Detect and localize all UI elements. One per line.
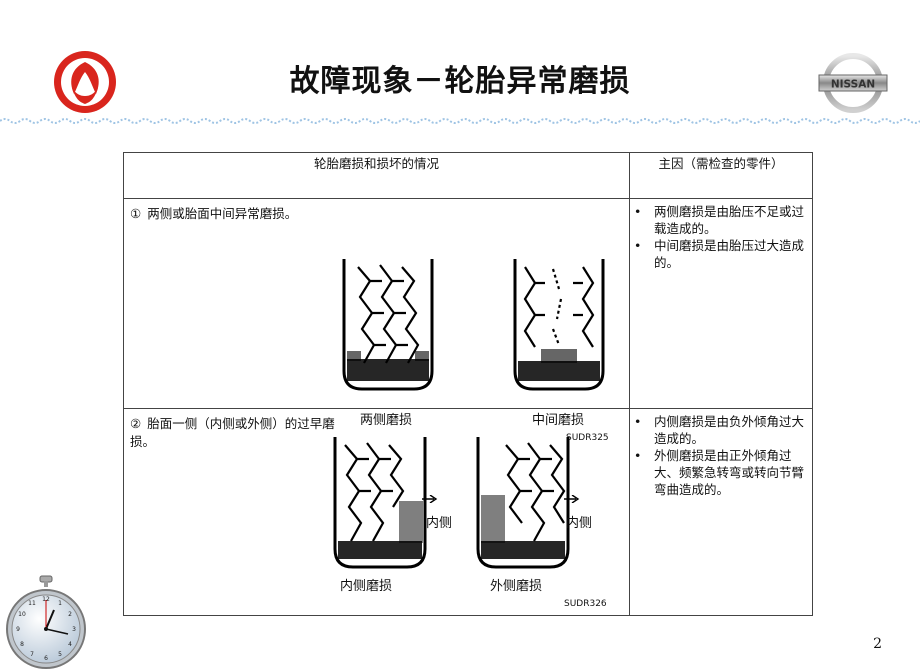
svg-text:10: 10 xyxy=(18,611,26,618)
tire-illustration-both-sides xyxy=(342,259,434,391)
svg-text:7: 7 xyxy=(30,651,34,658)
dongfeng-logo xyxy=(50,48,120,116)
arrow-label: 内侧 xyxy=(426,516,453,531)
page-title: 故障现象－轮胎异常磨损 xyxy=(289,64,631,99)
svg-text:6: 6 xyxy=(44,655,48,662)
cause-list: •内侧磨损是由负外倾角过大造成的。 •外侧磨损是由正外倾角过大、频繁急转弯或转向… xyxy=(630,409,812,498)
svg-text:1: 1 xyxy=(58,600,62,607)
stopwatch-icon: 12 1 2 3 4 5 6 7 8 9 10 11 xyxy=(6,575,86,669)
arrow-right-icon xyxy=(422,495,438,503)
cause-item: •外侧磨损是由正外倾角过大、频繁急转弯或转向节臂弯曲造成的。 xyxy=(634,448,805,497)
tire-illustration-inner xyxy=(333,437,427,569)
arrow-label: 内侧 xyxy=(566,516,593,531)
nissan-logo: NISSAN xyxy=(818,52,888,114)
tire-illustration-outer xyxy=(476,437,570,569)
cause-item: •两侧磨损是由胎压不足或过载造成的。 xyxy=(634,204,805,236)
cause-list: •两侧磨损是由胎压不足或过载造成的。 •中间磨损是由胎压过大造成的。 xyxy=(630,199,812,271)
svg-text:9: 9 xyxy=(16,626,20,633)
svg-text:3: 3 xyxy=(72,626,76,633)
header-cause: 主因（需检查的零件） xyxy=(629,152,813,199)
svg-text:8: 8 xyxy=(20,641,24,648)
figure-code: SUDR325 xyxy=(566,433,609,443)
caption-both-sides: 两侧磨损 xyxy=(360,413,413,428)
nissan-logo-text: NISSAN xyxy=(831,79,875,91)
svg-text:12: 12 xyxy=(42,596,50,603)
caption-center: 中间磨损 xyxy=(532,413,585,428)
title-divider xyxy=(0,118,920,124)
caption-inner: 内侧磨损 xyxy=(340,579,393,594)
cause-item: •内侧磨损是由负外倾角过大造成的。 xyxy=(634,414,805,446)
arrow-right-icon xyxy=(564,495,580,503)
cause-item: •中间磨损是由胎压过大造成的。 xyxy=(634,238,805,270)
svg-text:2: 2 xyxy=(68,611,72,618)
page-number: 2 xyxy=(873,636,882,652)
header-condition: 轮胎磨损和损坏的情况 xyxy=(123,152,630,199)
svg-text:5: 5 xyxy=(58,651,62,658)
caption-outer: 外侧磨损 xyxy=(490,579,543,594)
clock-numbers: 12 1 2 3 4 5 6 7 8 9 10 11 xyxy=(16,596,76,662)
figure-code: SUDR326 xyxy=(564,599,607,609)
svg-text:4: 4 xyxy=(68,641,72,648)
tire-illustration-center xyxy=(513,259,605,391)
svg-text:11: 11 xyxy=(28,600,36,607)
